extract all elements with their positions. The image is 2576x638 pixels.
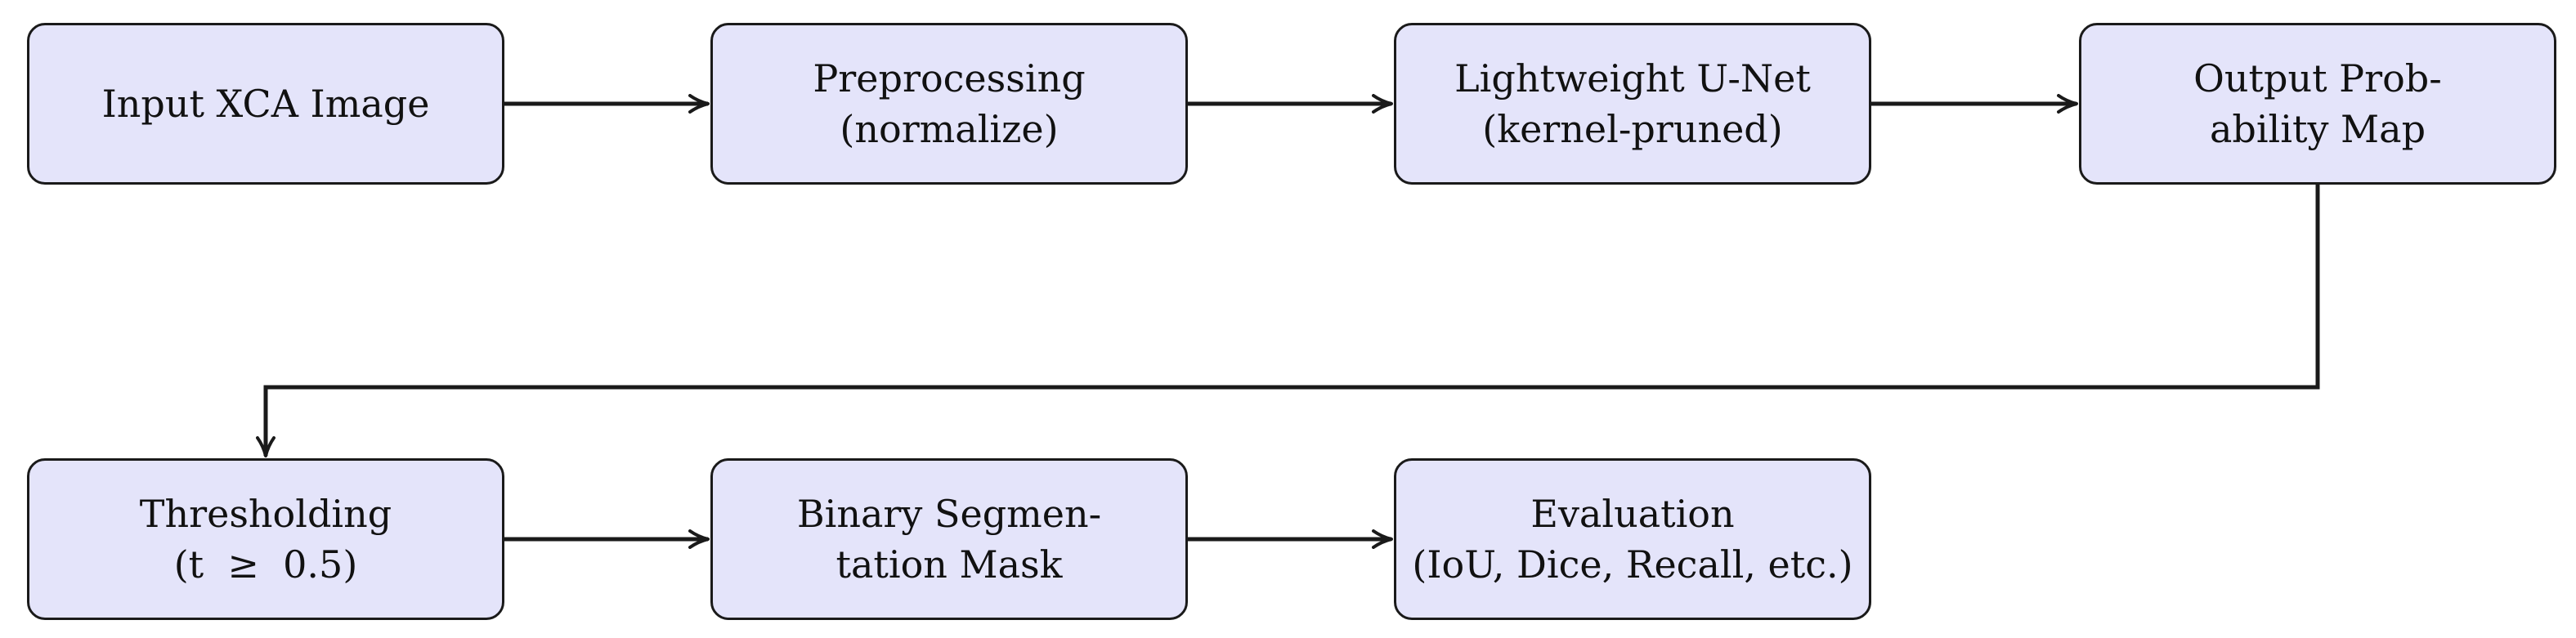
node-sublabel: ability Map xyxy=(2209,107,2426,151)
node-sublabel: (normalize) xyxy=(840,107,1059,151)
node-lightweight-unet: Lightweight U-Net (kernel-pruned) xyxy=(1394,23,1871,185)
node-label: Thresholding xyxy=(139,492,392,536)
node-sublabel: (IoU, Dice, Recall, etc.) xyxy=(1412,542,1853,587)
node-label: Binary Segmen- xyxy=(796,492,1102,536)
node-label: Input XCA Image xyxy=(101,82,430,126)
node-label: Preprocessing xyxy=(813,56,1086,100)
node-sublabel: (t ≥ 0.5) xyxy=(173,542,358,587)
node-label: Lightweight U-Net xyxy=(1454,56,1811,100)
node-sublabel: tation Mask xyxy=(836,542,1063,587)
node-evaluation: Evaluation (IoU, Dice, Recall, etc.) xyxy=(1394,458,1871,620)
node-binary-segmentation-mask: Binary Segmen- tation Mask xyxy=(710,458,1188,620)
node-label: Evaluation xyxy=(1530,492,1735,536)
arrow-output-to-thresholding xyxy=(256,185,2320,457)
node-input-xca-image: Input XCA Image xyxy=(27,23,504,185)
node-label: Output Prob- xyxy=(2193,56,2442,100)
node-preprocessing: Preprocessing (normalize) xyxy=(710,23,1188,185)
node-thresholding: Thresholding (t ≥ 0.5) xyxy=(27,458,504,620)
node-output-probability-map: Output Prob- ability Map xyxy=(2079,23,2556,185)
node-sublabel: (kernel-pruned) xyxy=(1482,107,1783,151)
